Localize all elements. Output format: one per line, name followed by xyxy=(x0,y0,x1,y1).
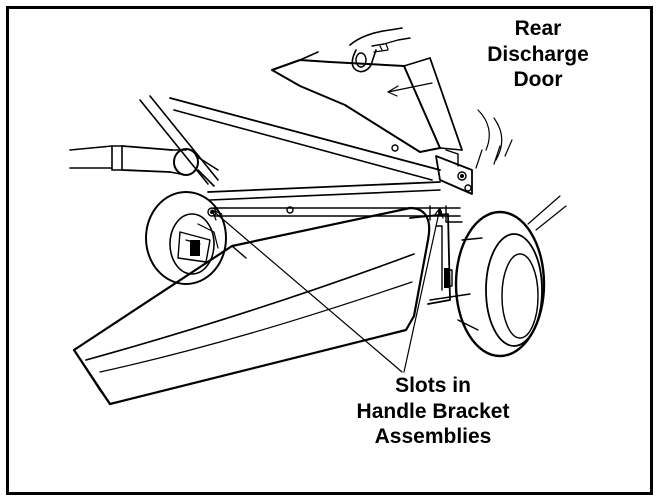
crossbar-rod xyxy=(207,181,463,223)
handle-bracket-bar xyxy=(139,95,219,185)
motion-lines xyxy=(475,109,513,169)
door-pointer-arrow xyxy=(387,82,433,97)
door-label-line-1: Rear xyxy=(514,17,562,40)
wheel-hub-detail xyxy=(190,240,200,256)
bracket-clip-detail xyxy=(444,268,450,288)
rear-discharge-door-label: Rear Discharge Door xyxy=(468,16,608,93)
slots-label-line-3: Assemblies xyxy=(374,425,492,449)
left-wheel xyxy=(145,191,227,285)
right-wheel xyxy=(454,195,567,358)
slots-label: Slots in Handle Bracket Assemblies xyxy=(333,373,533,450)
door-label-line-3: Door xyxy=(513,68,563,92)
figure-frame xyxy=(6,6,653,495)
door-label-line-2: Discharge xyxy=(487,42,589,66)
slots-label-line-1: Slots in xyxy=(395,374,471,397)
left-slot-marker xyxy=(210,210,214,214)
rear-discharge-door xyxy=(271,51,463,153)
frame-rail xyxy=(169,97,441,181)
door-hinge xyxy=(435,149,473,195)
slots-label-line-2: Handle Bracket xyxy=(356,399,510,423)
rear-collection-chute xyxy=(72,206,431,406)
right-slot-marker xyxy=(438,210,442,214)
hinge-pin-detail xyxy=(460,174,464,178)
slot-leader-lines xyxy=(211,207,444,373)
hand-icon xyxy=(349,27,411,73)
